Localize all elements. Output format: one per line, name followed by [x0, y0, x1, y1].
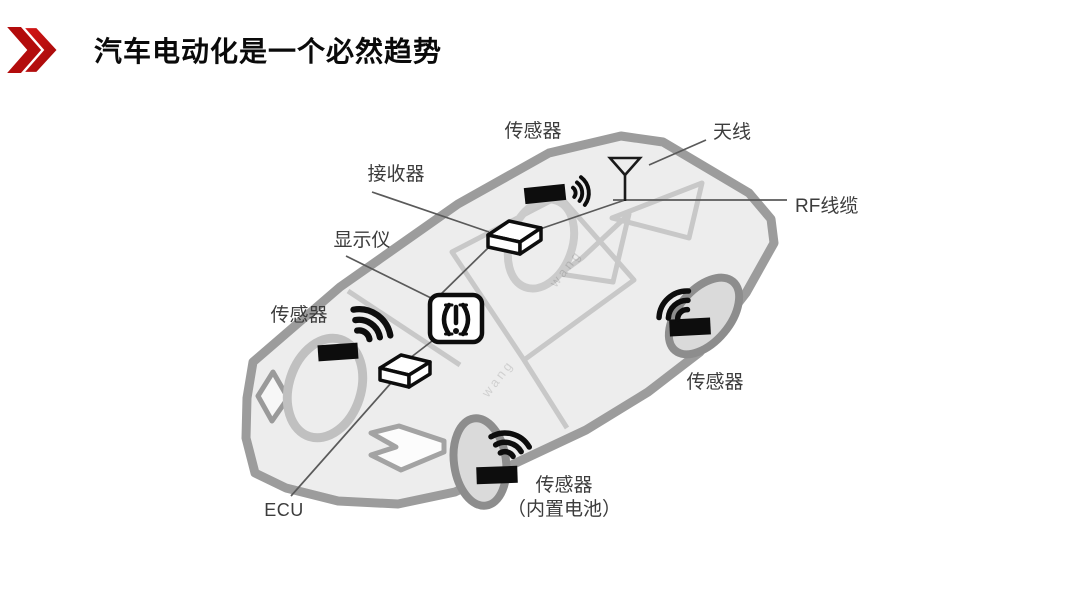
red-chevron-logo-icon — [7, 26, 60, 74]
page-title: 汽车电动化是一个必然趋势 — [94, 36, 443, 67]
label-display: 显示仪 — [333, 230, 391, 251]
sensor-rect-right — [669, 317, 711, 337]
label-rf-cable: RF线缆 — [795, 196, 859, 217]
sensor-rect-left — [317, 342, 359, 362]
front-right-wheel — [449, 414, 511, 510]
ecu-leader-line — [290, 382, 392, 497]
display-icon — [427, 292, 485, 345]
sensor-rect-top — [523, 183, 567, 205]
ecu-box — [378, 353, 432, 389]
label-ecu: ECU — [264, 500, 304, 520]
receiver-leader-line — [371, 191, 490, 233]
body-chevron-shape — [368, 423, 447, 473]
label-receiver: 接收器 — [367, 164, 425, 185]
label-sensor-bottom: 传感器 （内置电池） — [507, 474, 621, 522]
label-sensor-left: 传感器 — [270, 305, 328, 326]
tire-sensors — [317, 183, 711, 485]
receiver-to-display-wire — [436, 247, 489, 299]
antenna-to-receiver-wire — [539, 199, 626, 230]
chevron-front — [20, 26, 60, 74]
label-sensor-bottom-line2: （内置电池） — [506, 499, 622, 520]
antenna-leader-line — [648, 139, 707, 166]
label-sensor-top: 传感器 — [504, 121, 562, 142]
wires — [290, 139, 787, 497]
antenna-icon — [607, 156, 643, 201]
label-sensor-bottom-line1: 传感器 — [535, 475, 593, 496]
display-leader-line — [345, 255, 432, 299]
sensor-rect-bottom — [476, 465, 518, 485]
receiver-box — [486, 219, 543, 256]
chevron-back — [7, 26, 43, 74]
tpms-warning-glyph — [441, 302, 471, 337]
label-antenna: 天线 — [712, 122, 752, 143]
front-left-wheel-outline — [282, 333, 368, 443]
label-sensor-right: 传感器 — [686, 372, 744, 393]
